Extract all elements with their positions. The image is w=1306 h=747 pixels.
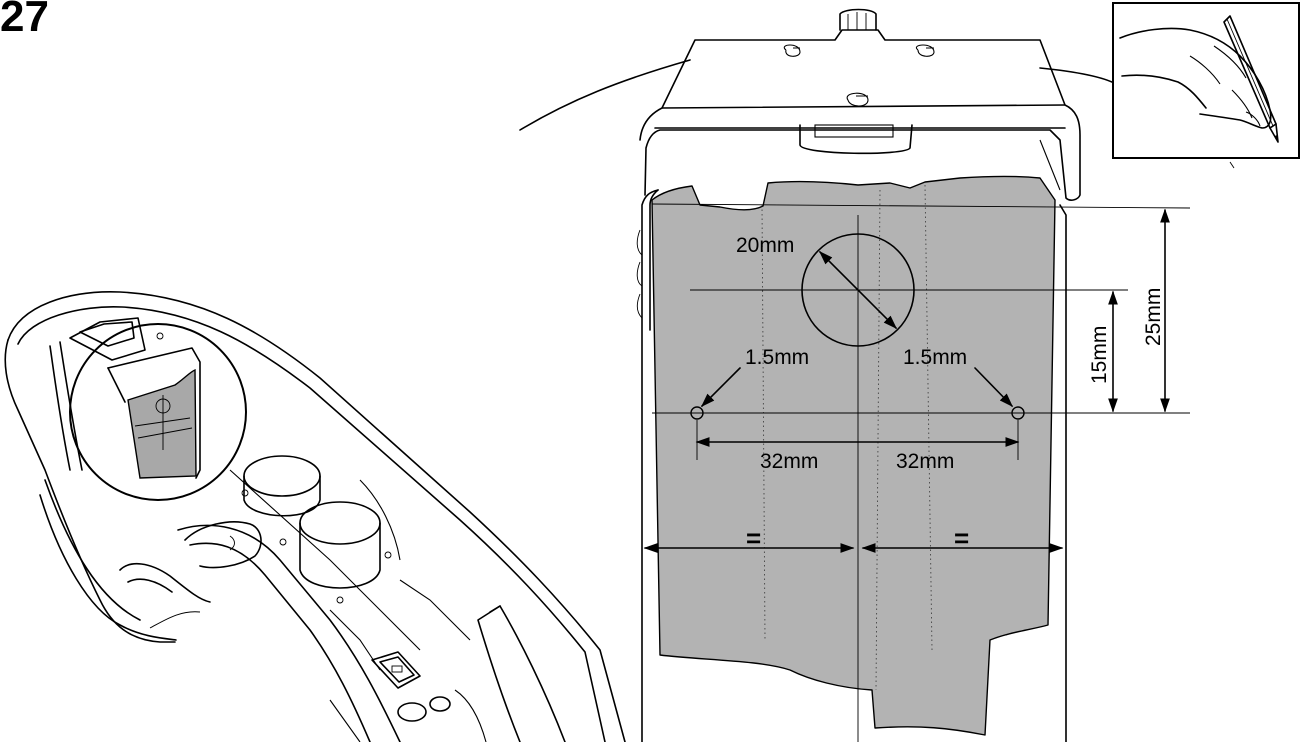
- detail-drawing: 20mm 1.5mm 1.5mm 32mm 32mm = = 25mm 15mm: [519, 8, 1235, 743]
- small-hole-right: [1011, 406, 1025, 420]
- step-number: 27: [0, 0, 49, 41]
- masking-tape: [651, 175, 1056, 736]
- device-body: [636, 189, 1067, 743]
- label-height-upper: 25mm: [1142, 288, 1165, 346]
- overview-drawing: [4, 291, 626, 743]
- hand-marking-with-pencil-icon: [1112, 2, 1300, 159]
- large-hole-20mm: [801, 233, 915, 347]
- label-equal-right: =: [954, 523, 969, 553]
- label-small-hole-right: 1.5mm: [903, 346, 967, 369]
- label-equal-left: =: [746, 523, 761, 553]
- small-hole-left: [690, 406, 704, 420]
- label-hole-diameter: 20mm: [736, 234, 794, 257]
- cover-cap: [639, 8, 1081, 201]
- label-spacing-right: 32mm: [896, 450, 954, 473]
- label-spacing-left: 32mm: [760, 450, 818, 473]
- cylinder-1: [243, 455, 321, 517]
- label-height-lower: 15mm: [1088, 326, 1111, 384]
- cylinder-2: [299, 501, 381, 589]
- detail-magnifier-circle: [69, 323, 247, 501]
- label-small-hole-left: 1.5mm: [745, 346, 809, 369]
